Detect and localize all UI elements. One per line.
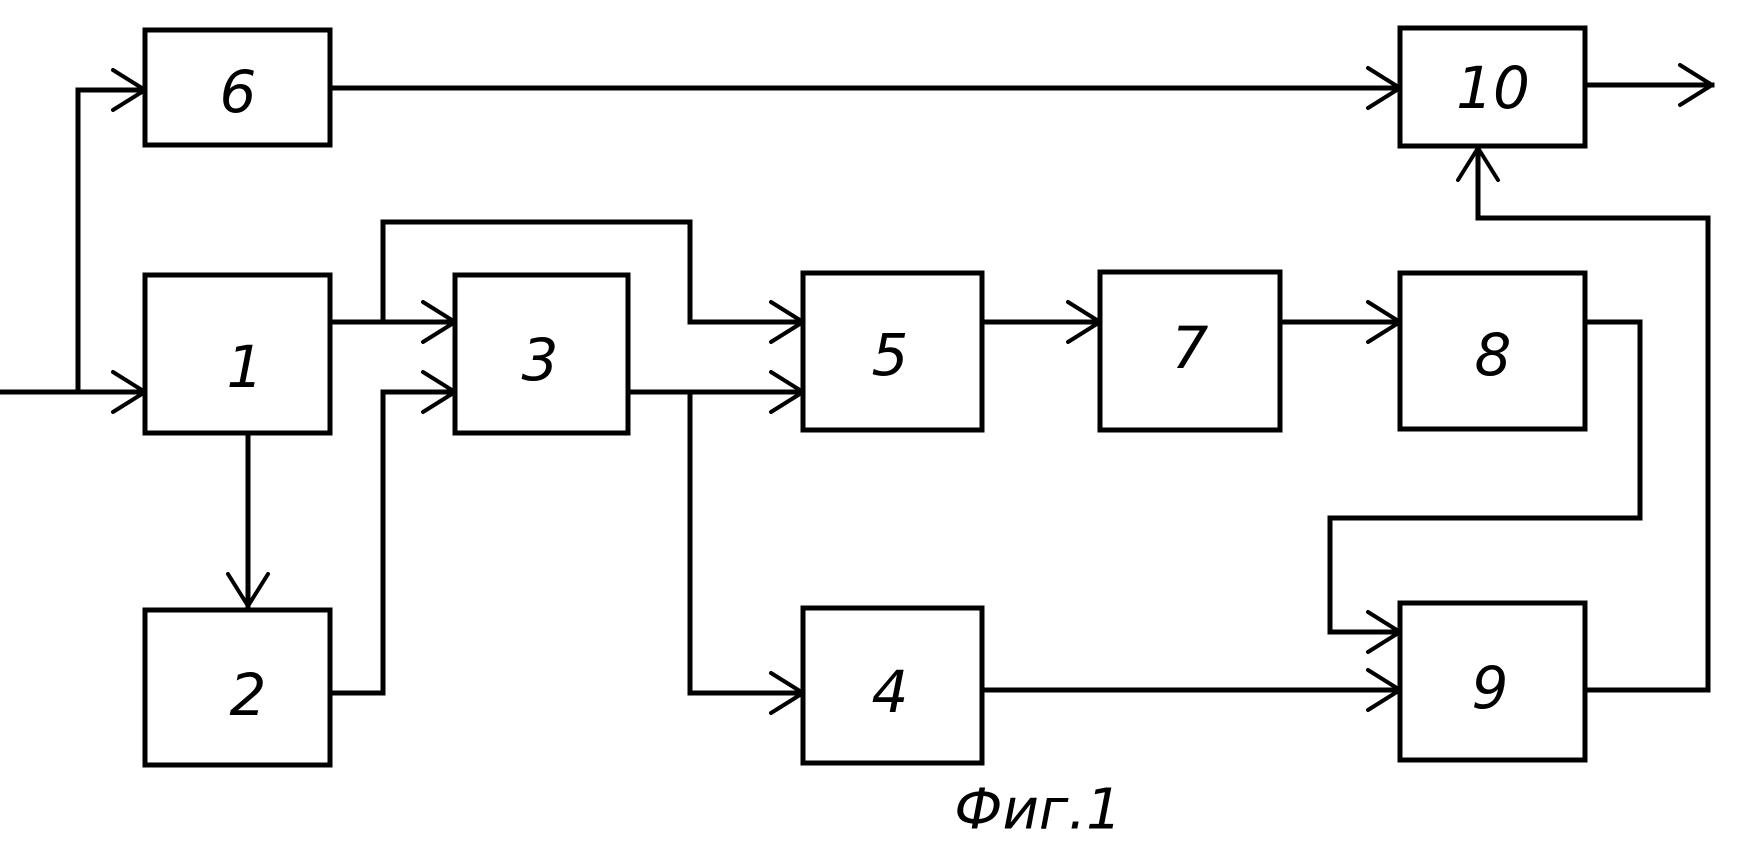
block-1-label: 1 xyxy=(227,333,264,401)
wire-3-to-4 xyxy=(690,392,803,693)
figure-caption: Фиг.1 xyxy=(954,778,1121,843)
block-6: 6 xyxy=(145,30,330,145)
wire-input-to-6 xyxy=(78,90,145,392)
block-2: 2 xyxy=(145,610,330,765)
block-8-label: 8 xyxy=(1475,321,1512,389)
block-4: 4 xyxy=(803,608,982,763)
wire-2-to-3 xyxy=(330,392,455,693)
block-6-label: 6 xyxy=(220,58,257,126)
block-4-label: 4 xyxy=(872,658,909,726)
block-10: 10 xyxy=(1400,28,1585,146)
block-9: 9 xyxy=(1400,603,1585,760)
block-1: 1 xyxy=(145,275,330,433)
block-7-label: 7 xyxy=(1172,314,1209,382)
block-2-label: 2 xyxy=(230,661,267,729)
block-7: 7 xyxy=(1100,272,1280,430)
block-3-label: 3 xyxy=(522,326,559,394)
block-10-label: 10 xyxy=(1456,54,1530,122)
block-5: 5 xyxy=(803,273,982,430)
block-8: 8 xyxy=(1400,273,1585,429)
block-3: 3 xyxy=(455,275,628,433)
block-9-label: 9 xyxy=(1472,654,1509,722)
block-5-label: 5 xyxy=(872,321,909,389)
